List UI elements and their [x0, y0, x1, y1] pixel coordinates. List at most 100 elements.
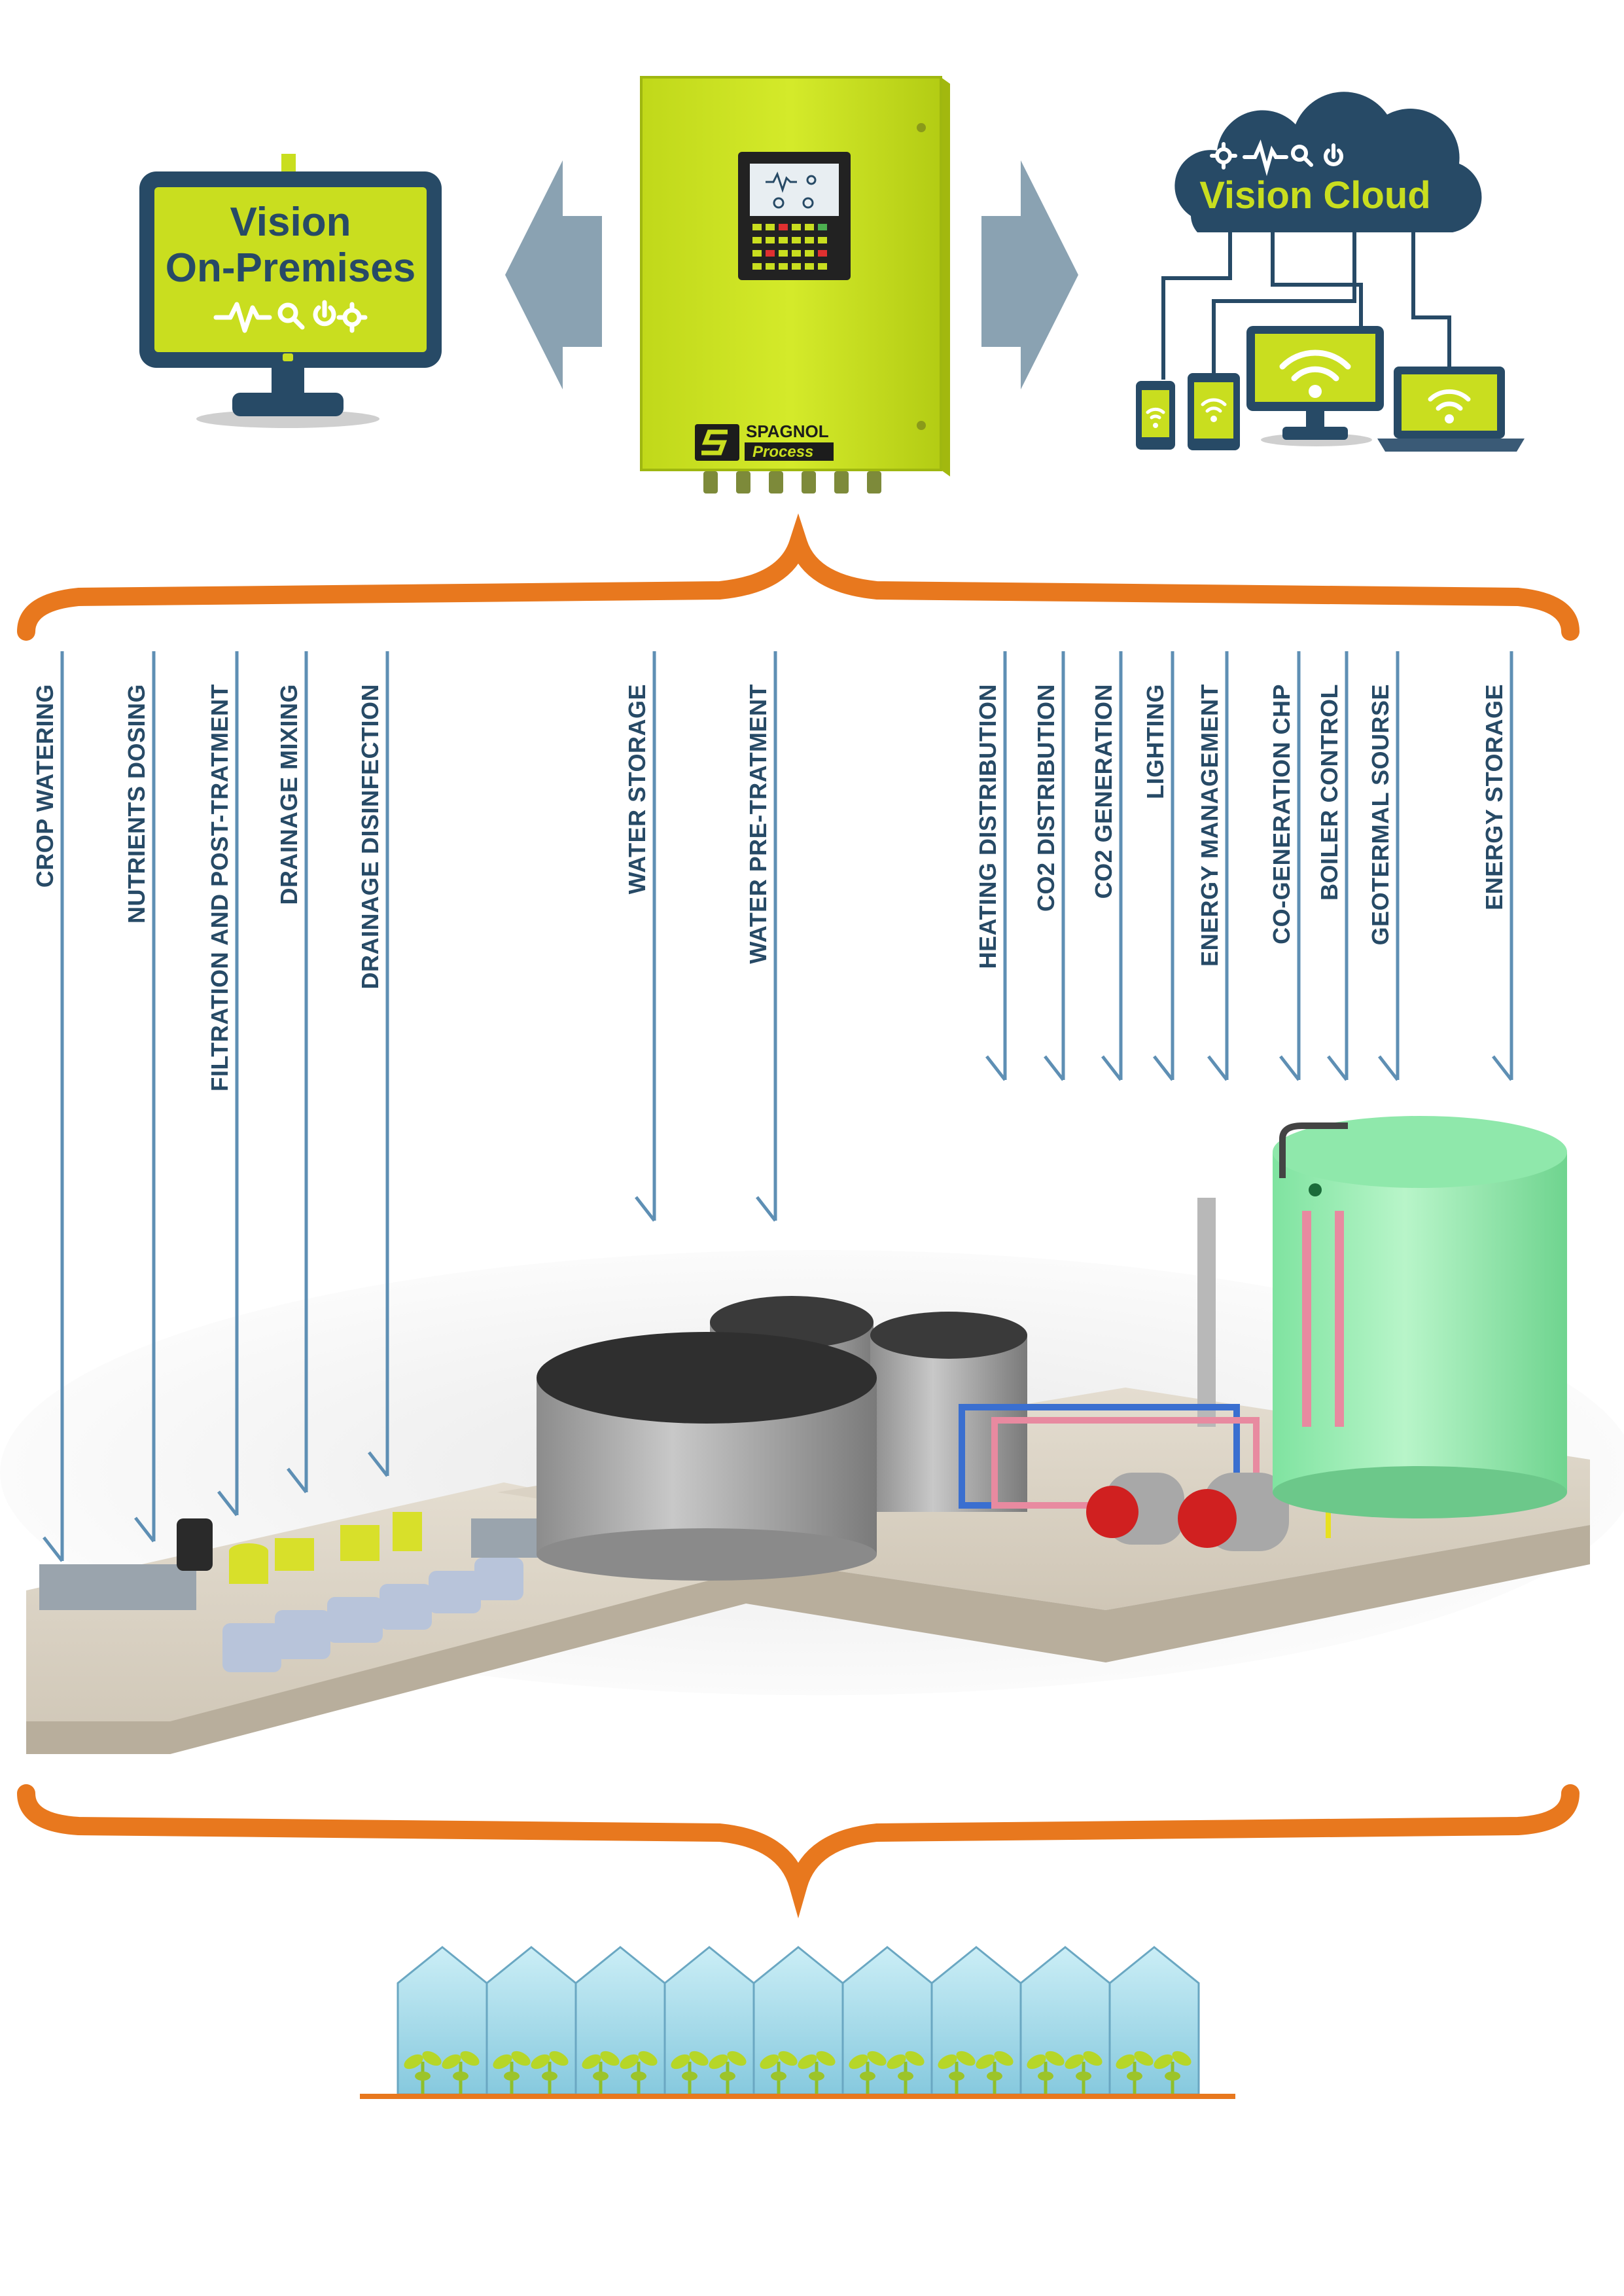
- process-label-4: DRAINAGE DISINFECTION: [357, 651, 389, 1477]
- hmi-pulse-icon: [766, 171, 797, 193]
- process-label-text: ENERGY MANAGEMENT: [1196, 684, 1223, 967]
- monitor-title-line1: Vision: [230, 200, 351, 245]
- plant-icon: [760, 2051, 798, 2094]
- vision-on-premises-monitor: Vision On-Premises: [139, 154, 442, 428]
- label-arrowhead-icon: [134, 1516, 155, 1543]
- label-arrowhead-icon: [1492, 1055, 1513, 1081]
- greenhouse-bay: [663, 1946, 755, 2096]
- hmi-keypad: [752, 224, 827, 270]
- plant-icon: [887, 2051, 925, 2094]
- plant-icon: [798, 2051, 836, 2094]
- label-arrowhead-icon: [1101, 1055, 1122, 1081]
- plant-icon: [976, 2051, 1014, 2094]
- label-arrowhead-icon: [1044, 1055, 1065, 1081]
- label-arrowhead-icon: [985, 1055, 1006, 1081]
- label-arrowhead-icon: [217, 1490, 238, 1516]
- gear-icon: [336, 302, 368, 333]
- process-label-text: CO2 DISTRIBUTION: [1033, 684, 1059, 912]
- plant-icon: [493, 2051, 531, 2094]
- plant-icon: [1116, 2051, 1154, 2094]
- process-label-text: LIGHTING: [1142, 684, 1169, 799]
- process-label-12: CO-GENERATION CHP: [1268, 651, 1301, 1081]
- process-label-text: ENERGY STORAGE: [1481, 684, 1508, 910]
- process-label-13: BOILER CONTROL: [1316, 651, 1349, 1081]
- label-arrowhead-icon: [635, 1196, 656, 1222]
- label-arrowhead-icon: [1378, 1055, 1399, 1081]
- process-label-10: LIGHTING: [1142, 651, 1174, 1081]
- greenhouse-bay: [397, 1946, 488, 2096]
- plant-icon: [938, 2051, 976, 2094]
- process-label-14: GEOTERMAL SOURSE: [1367, 651, 1400, 1081]
- label-arrowhead-icon: [368, 1451, 389, 1477]
- laptop-wifi-icon: [1428, 389, 1471, 411]
- greenhouse-bay: [841, 1946, 933, 2096]
- plant-icon: [531, 2051, 569, 2094]
- arrow-right-icon: [981, 160, 1078, 389]
- plant-icon: [582, 2051, 620, 2094]
- monitor-title-line2: On-Premises: [166, 245, 416, 291]
- bottom-brace: [17, 1784, 1580, 1918]
- tablet-wifi-icon: [1201, 398, 1227, 413]
- cloud-pulse-icon: [1243, 139, 1288, 177]
- label-arrowhead-icon: [1279, 1055, 1300, 1081]
- process-label-6: WATER PRE-TRATMENT: [745, 651, 777, 1222]
- brand-bottom: Process: [752, 443, 813, 461]
- plant-icon: [1027, 2051, 1065, 2094]
- power-icon: [313, 300, 336, 327]
- process-label-text: FILTRATION AND POST-TRATMENT: [206, 684, 233, 1092]
- process-label-text: DRAINAGE MIXING: [275, 684, 302, 905]
- greenhouse-bay: [930, 1946, 1022, 2096]
- process-label-11: ENERGY MANAGEMENT: [1196, 651, 1229, 1081]
- plant-icon: [671, 2051, 709, 2094]
- process-label-text: GEOTERMAL SOURSE: [1367, 684, 1394, 945]
- label-arrowhead-icon: [1153, 1055, 1174, 1081]
- arrow-left-icon: [505, 160, 602, 389]
- plant-scene: [0, 1116, 1624, 1754]
- cloud-power-icon: [1324, 143, 1343, 166]
- process-label-text: NUTRIENTS DOSING: [123, 684, 150, 924]
- plant-icon: [404, 2051, 442, 2094]
- pulse-icon: [213, 302, 272, 333]
- process-label-7: HEATING DISTRIBUTION: [974, 651, 1007, 1081]
- process-label-text: CO-GENERATION CHP: [1268, 684, 1295, 944]
- plant-icon: [709, 2051, 747, 2094]
- cloud-gear-icon: [1210, 142, 1237, 170]
- plant-icon: [849, 2051, 887, 2094]
- process-label-text: DRAINAGE DISINFECTION: [357, 684, 383, 990]
- process-label-8: CO2 DISTRIBUTION: [1033, 651, 1065, 1081]
- greenhouse-bay: [752, 1946, 844, 2096]
- vision-cloud: Vision Cloud: [1136, 92, 1525, 452]
- cloud-search-icon: [1291, 145, 1313, 167]
- process-label-9: CO2 GENERATION: [1090, 651, 1123, 1081]
- label-arrowhead-icon: [43, 1536, 63, 1562]
- spagnol-controller-cabinet: SPAGNOL Process: [640, 76, 950, 493]
- greenhouse-row: [397, 1946, 1200, 2096]
- greenhouse-bay: [485, 1946, 577, 2096]
- monitor-wifi-icon: [1279, 350, 1351, 382]
- label-arrowhead-icon: [756, 1196, 777, 1222]
- process-label-5: WATER STORAGE: [624, 651, 656, 1222]
- process-label-15: ENERGY STORAGE: [1481, 651, 1513, 1081]
- process-label-arrows: CROP WATERING NUTRIENTS DOSING FILTRATION …: [31, 651, 1513, 1562]
- process-label-text: HEATING DISTRIBUTION: [974, 684, 1001, 969]
- process-label-text: WATER STORAGE: [624, 684, 650, 894]
- process-label-0: CROP WATERING: [31, 651, 64, 1562]
- process-label-text: CROP WATERING: [31, 684, 58, 888]
- greenhouse-bay: [574, 1946, 666, 2096]
- process-label-1: NUTRIENTS DOSING: [123, 651, 156, 1543]
- process-label-text: CO2 GENERATION: [1090, 684, 1117, 899]
- process-label-text: WATER PRE-TRATMENT: [745, 684, 771, 964]
- process-label-3: DRAINAGE MIXING: [275, 651, 308, 1494]
- plant-icon: [442, 2051, 480, 2094]
- phone-wifi-icon: [1146, 407, 1165, 420]
- process-label-2: FILTRATION AND POST-TRATMENT: [206, 651, 239, 1516]
- plant-icon: [620, 2051, 658, 2094]
- process-label-text: BOILER CONTROL: [1316, 684, 1343, 901]
- plant-icon: [1154, 2051, 1192, 2094]
- search-icon: [277, 302, 305, 330]
- brand-top: SPAGNOL: [746, 422, 829, 441]
- label-arrowhead-icon: [1327, 1055, 1348, 1081]
- top-brace: [17, 513, 1580, 641]
- greenhouse-bay: [1019, 1946, 1111, 2096]
